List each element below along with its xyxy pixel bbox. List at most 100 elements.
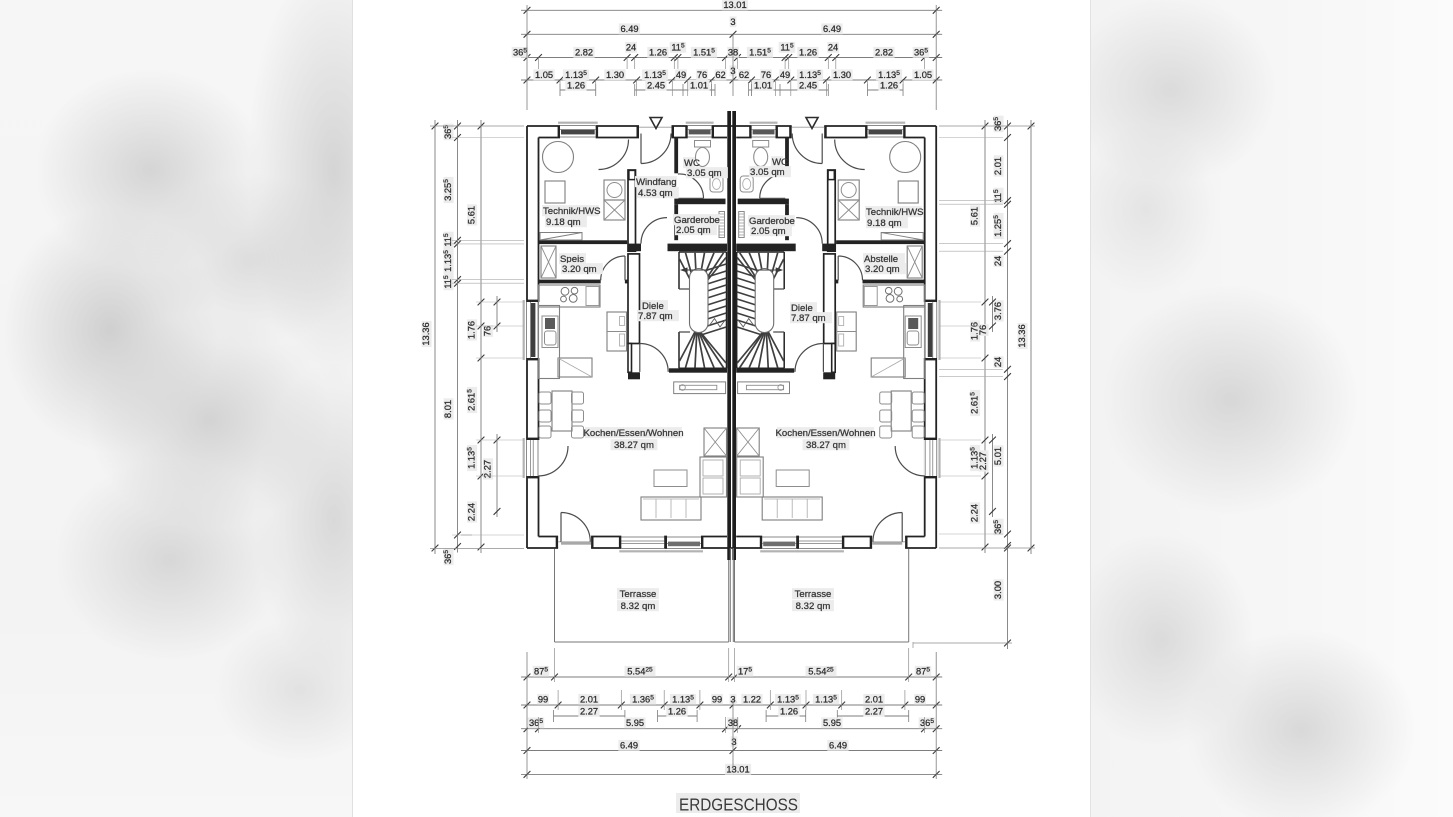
svg-text:1.30: 1.30	[606, 70, 624, 80]
svg-text:62: 62	[739, 70, 749, 80]
svg-text:38.27 qm: 38.27 qm	[806, 440, 846, 451]
svg-text:1.365: 1.365	[632, 694, 654, 704]
svg-text:2.27: 2.27	[978, 452, 988, 470]
svg-text:365: 365	[443, 125, 453, 139]
svg-text:1.30: 1.30	[833, 70, 851, 80]
svg-text:2.45: 2.45	[647, 81, 665, 91]
svg-text:4.53 qm: 4.53 qm	[638, 188, 673, 199]
svg-text:Terrasse: Terrasse	[795, 589, 832, 600]
svg-text:1.135: 1.135	[443, 250, 453, 272]
svg-text:99: 99	[712, 695, 722, 705]
svg-text:Diele: Diele	[791, 303, 813, 314]
svg-text:115: 115	[443, 233, 453, 247]
svg-text:Terrasse: Terrasse	[620, 589, 657, 600]
svg-text:875: 875	[916, 666, 930, 676]
svg-text:2.27: 2.27	[865, 707, 883, 717]
svg-text:3: 3	[730, 695, 735, 705]
svg-text:2.82: 2.82	[875, 48, 893, 58]
svg-text:7.87 qm: 7.87 qm	[638, 311, 673, 322]
svg-text:1.26: 1.26	[799, 48, 817, 58]
svg-text:2.01: 2.01	[993, 157, 1003, 175]
svg-text:365: 365	[993, 117, 1003, 131]
svg-text:Windfang: Windfang	[636, 177, 677, 188]
svg-text:365: 365	[914, 47, 928, 57]
svg-text:6.49: 6.49	[620, 24, 638, 34]
svg-text:3.05 qm: 3.05 qm	[687, 168, 722, 179]
svg-text:Technik/HWS: Technik/HWS	[543, 206, 601, 217]
svg-text:3.20 qm: 3.20 qm	[562, 264, 597, 275]
svg-text:WC: WC	[772, 157, 788, 168]
svg-text:1.135: 1.135	[777, 694, 799, 704]
svg-text:2.24: 2.24	[970, 504, 980, 522]
svg-text:Garderobe: Garderobe	[749, 216, 795, 227]
svg-text:1.05: 1.05	[914, 70, 932, 80]
svg-text:2.615: 2.615	[466, 389, 476, 411]
svg-text:1.515: 1.515	[749, 47, 771, 57]
svg-text:Speis: Speis	[560, 254, 584, 265]
svg-text:WC: WC	[684, 158, 700, 169]
svg-text:76: 76	[483, 326, 493, 336]
svg-text:62: 62	[715, 70, 725, 80]
svg-text:365: 365	[920, 718, 934, 728]
svg-text:Kochen/Essen/Wohnen: Kochen/Essen/Wohnen	[583, 428, 683, 439]
svg-text:2.05 qm: 2.05 qm	[676, 225, 711, 236]
svg-text:3: 3	[731, 737, 736, 747]
svg-text:1.135: 1.135	[878, 70, 900, 80]
svg-text:ERDGESCHOSS: ERDGESCHOSS	[679, 795, 798, 815]
svg-text:76: 76	[978, 325, 988, 335]
svg-text:115: 115	[671, 42, 685, 52]
svg-text:Abstelle: Abstelle	[864, 254, 898, 265]
svg-text:Garderobe: Garderobe	[674, 215, 720, 226]
svg-text:76: 76	[697, 70, 707, 80]
svg-text:6.49: 6.49	[620, 741, 638, 751]
svg-text:99: 99	[915, 695, 925, 705]
svg-text:365: 365	[993, 520, 1003, 534]
svg-text:49: 49	[780, 70, 790, 80]
svg-text:1.76: 1.76	[970, 322, 980, 340]
svg-text:13.01: 13.01	[723, 0, 746, 10]
svg-text:5.5425: 5.5425	[808, 666, 834, 676]
svg-text:24: 24	[993, 256, 1003, 266]
svg-text:1.26: 1.26	[649, 48, 667, 58]
svg-text:8.32 qm: 8.32 qm	[621, 601, 656, 612]
svg-text:1.26: 1.26	[780, 707, 798, 717]
svg-text:Diele: Diele	[642, 301, 664, 312]
svg-text:7.87 qm: 7.87 qm	[791, 313, 826, 324]
svg-text:1.135: 1.135	[565, 70, 587, 80]
svg-text:2.24: 2.24	[467, 503, 477, 521]
svg-text:3: 3	[730, 17, 735, 27]
svg-text:8.01: 8.01	[443, 400, 453, 418]
svg-text:24: 24	[828, 43, 838, 53]
svg-text:24: 24	[993, 357, 1003, 367]
svg-text:Technik/HWS: Technik/HWS	[866, 207, 924, 218]
svg-text:24: 24	[626, 43, 636, 53]
svg-text:5.5425: 5.5425	[627, 666, 653, 676]
svg-text:6.49: 6.49	[829, 741, 847, 751]
svg-text:49: 49	[676, 70, 686, 80]
svg-text:5.95: 5.95	[823, 718, 841, 728]
svg-text:1.135: 1.135	[799, 70, 821, 80]
svg-text:2.27: 2.27	[483, 460, 493, 478]
svg-text:115: 115	[443, 275, 453, 289]
svg-text:3.255: 3.255	[443, 179, 453, 201]
svg-text:2.05 qm: 2.05 qm	[751, 226, 786, 237]
svg-text:5.61: 5.61	[970, 207, 980, 225]
svg-text:3.00: 3.00	[993, 581, 1003, 599]
svg-text:1.76: 1.76	[467, 321, 477, 339]
svg-text:1.135: 1.135	[672, 694, 694, 704]
svg-text:5.01: 5.01	[993, 447, 1003, 465]
svg-text:6.49: 6.49	[823, 24, 841, 34]
svg-text:2.01: 2.01	[580, 695, 598, 705]
svg-text:1.01: 1.01	[754, 81, 772, 91]
svg-text:2.01: 2.01	[865, 695, 883, 705]
svg-text:1.515: 1.515	[693, 47, 715, 57]
svg-text:1.255: 1.255	[993, 215, 1003, 237]
svg-text:1.26: 1.26	[880, 81, 898, 91]
svg-text:1.01: 1.01	[690, 81, 708, 91]
svg-text:2.82: 2.82	[575, 48, 593, 58]
svg-text:1.135: 1.135	[466, 447, 476, 469]
svg-text:13.36: 13.36	[1017, 324, 1027, 347]
svg-text:2.27: 2.27	[580, 707, 598, 717]
svg-text:2.45: 2.45	[799, 81, 817, 91]
svg-text:3.20 qm: 3.20 qm	[865, 264, 900, 275]
